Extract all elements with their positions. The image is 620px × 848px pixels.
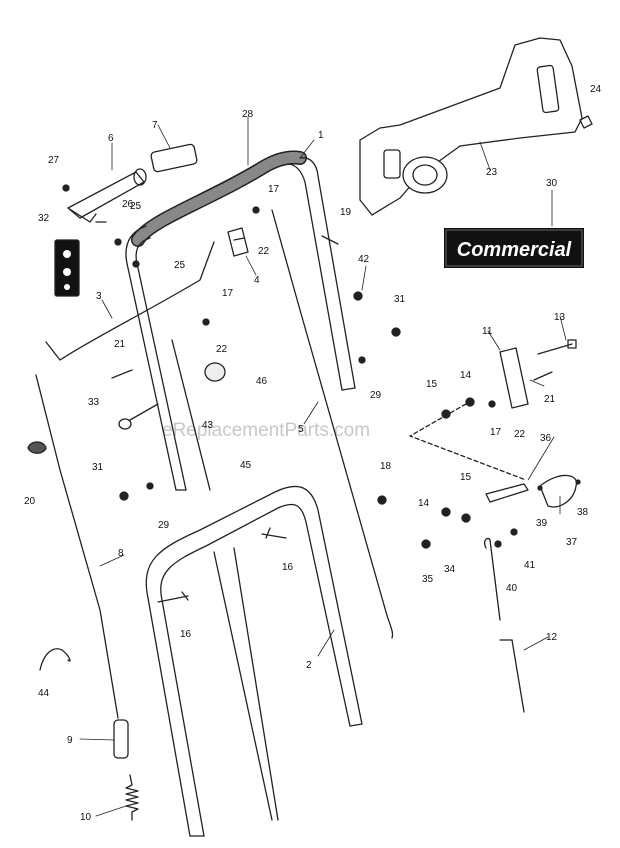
callout-25a: 25 [130, 201, 142, 212]
bail-wire [45, 241, 215, 361]
callout-21a: 21 [114, 339, 126, 350]
eye-bolt [118, 403, 159, 430]
callout-33: 33 [88, 397, 100, 408]
callout-39: 39 [536, 518, 548, 529]
callout-34: 34 [444, 564, 456, 575]
cap [27, 441, 47, 454]
lower-handle [145, 485, 363, 837]
callout-23: 23 [486, 167, 498, 178]
callout-22a: 22 [258, 246, 270, 257]
hardware [62, 184, 581, 549]
callout-7: 7 [152, 120, 158, 131]
callout-41: 41 [524, 560, 536, 571]
spring [125, 774, 139, 821]
callout-27: 27 [48, 155, 60, 166]
bolt-13 [537, 339, 577, 355]
callout-13: 13 [554, 312, 566, 323]
callout-9: 9 [67, 735, 73, 746]
callout-5: 5 [298, 424, 304, 435]
callout-24: 24 [590, 84, 602, 95]
lever [67, 168, 147, 223]
rod-left [213, 551, 273, 821]
callout-29a: 29 [370, 390, 382, 401]
bolt-16b [261, 527, 287, 539]
callout-38: 38 [577, 507, 589, 518]
knob [204, 362, 226, 382]
callout-22c: 22 [514, 429, 526, 440]
construction-line [409, 403, 527, 481]
callout-17a: 17 [268, 184, 280, 195]
callout-10: 10 [80, 812, 92, 823]
callout-44: 44 [38, 688, 50, 699]
leader-lines [79, 116, 567, 817]
housing [359, 37, 583, 216]
callout-40: 40 [506, 583, 518, 594]
callout-29b: 29 [158, 520, 170, 531]
callout-14b: 14 [418, 498, 430, 509]
callout-45: 45 [240, 460, 252, 471]
callout-37: 37 [566, 537, 578, 548]
callout-12: 12 [546, 632, 558, 643]
bolt-16a [157, 591, 189, 603]
bracket [227, 227, 249, 257]
callout-22b: 22 [216, 344, 228, 355]
callout-15b: 15 [460, 472, 472, 483]
callout-31a: 31 [394, 294, 406, 305]
cover [539, 474, 578, 508]
link [485, 483, 529, 503]
callout-2: 2 [306, 660, 312, 671]
plate [499, 347, 529, 409]
callout-1: 1 [318, 130, 324, 141]
screw-24 [579, 115, 593, 129]
callout-15a: 15 [426, 379, 438, 390]
rod-right [233, 547, 279, 821]
callout-20: 20 [24, 496, 36, 507]
callout-14a: 14 [460, 370, 472, 381]
callout-25b: 25 [174, 260, 186, 271]
rod-12 [511, 639, 525, 713]
grip-pad [150, 143, 198, 173]
callout-35: 35 [422, 574, 434, 585]
decal [54, 239, 80, 297]
callout-28: 28 [242, 109, 254, 120]
callout-3: 3 [96, 291, 102, 302]
callout-6: 6 [108, 133, 114, 144]
commercial-badge: Commercial [444, 228, 584, 268]
bolt-19 [321, 235, 339, 245]
callout-21b: 21 [544, 394, 556, 405]
callout-31b: 31 [92, 462, 104, 473]
foam-grip [131, 150, 307, 247]
callout-43: 43 [202, 420, 214, 431]
upper-handle [125, 157, 356, 491]
callout-4: 4 [254, 275, 260, 286]
callout-8: 8 [118, 548, 124, 559]
rod-45 [171, 339, 211, 491]
svg-text:Commercial: Commercial [457, 239, 572, 261]
callout-11: 11 [482, 326, 493, 337]
callout-36: 36 [540, 433, 552, 444]
callout-46: 46 [256, 376, 268, 387]
callout-32: 32 [38, 213, 50, 224]
wire-clip [39, 648, 71, 671]
callout-16a: 16 [180, 629, 192, 640]
callout-19: 19 [340, 207, 352, 218]
callout-17c: 17 [490, 427, 502, 438]
callout-30: 30 [546, 178, 558, 189]
callout-17b: 17 [222, 288, 234, 299]
callout-16b: 16 [282, 562, 294, 573]
cable [35, 374, 119, 719]
callout-labels: 1 2 3 4 5 6 7 8 9 10 11 12 13 14 14 15 1… [24, 84, 602, 823]
cable-sleeve [113, 719, 129, 759]
bolt-21b [533, 371, 553, 381]
callout-42: 42 [358, 254, 370, 265]
hook-rod [484, 537, 501, 621]
control-rod [271, 209, 394, 639]
callout-18: 18 [380, 461, 392, 472]
callout-26: 26 [122, 199, 134, 210]
watermark: eReplacementParts.com [162, 420, 370, 441]
bolt-21a [111, 369, 133, 379]
